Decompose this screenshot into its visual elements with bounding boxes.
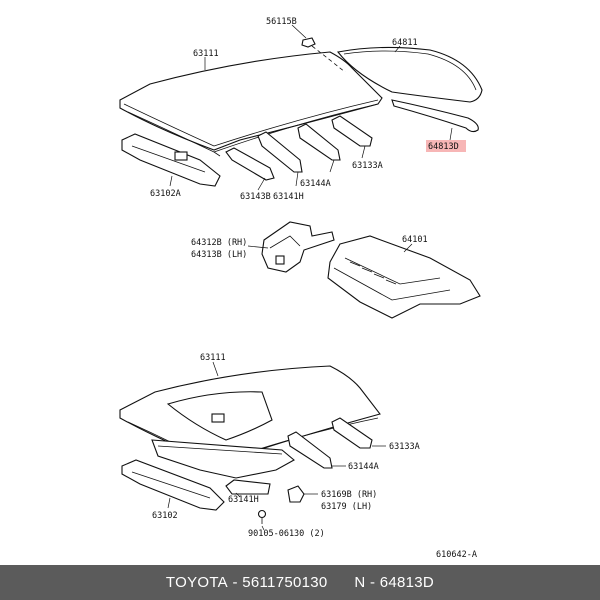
label-63141h-bottom: 63141H bbox=[228, 495, 259, 505]
label-63111-top: 63111 bbox=[193, 49, 219, 59]
label-63133a-top: 63133A bbox=[352, 161, 383, 171]
roof-bow-63144a-bottom bbox=[287, 431, 333, 469]
label-63102a: 63102A bbox=[150, 189, 181, 199]
label-64313b: 64313B (LH) bbox=[191, 250, 247, 260]
bracket-64312b bbox=[261, 221, 335, 273]
package-tray-64101 bbox=[327, 235, 481, 319]
label-63169b: 63169B (RH) bbox=[321, 490, 377, 500]
label-63179: 63179 (LH) bbox=[321, 502, 372, 512]
label-63102: 63102 bbox=[152, 511, 178, 521]
label-64811: 64811 bbox=[392, 38, 418, 48]
footer-bar: TOYOTA - 5611750130 N - 64813D bbox=[0, 565, 600, 600]
part-number: 5611750130 bbox=[242, 574, 328, 591]
parts-diagram: 63111 56115B 64811 64813D 63102A 63143B … bbox=[119, 17, 483, 560]
clip-56115b bbox=[301, 37, 316, 48]
sunroof-frame bbox=[151, 439, 295, 479]
highlight-64813d bbox=[426, 140, 466, 152]
label-63133a-bottom: 63133A bbox=[389, 442, 420, 452]
label-63141h-top: 63141H bbox=[273, 192, 304, 202]
roof-bow-63143b bbox=[225, 147, 275, 181]
label-63144a-top: 63144A bbox=[300, 179, 331, 189]
bolt-90105-06130 bbox=[257, 509, 267, 524]
rear-header-63133a-bottom bbox=[331, 417, 373, 449]
roof-bow-63144a-top bbox=[297, 123, 341, 161]
label-90105-06130: 90105-06130 (2) bbox=[248, 529, 325, 539]
label-64813d: 64813D bbox=[428, 142, 459, 152]
reference-number: N - 64813D bbox=[354, 574, 435, 591]
front-header-63102a bbox=[121, 133, 221, 187]
label-63111-bottom: 63111 bbox=[200, 353, 226, 363]
label-64101: 64101 bbox=[402, 235, 428, 245]
front-header-63102 bbox=[121, 459, 225, 511]
label-drawing-ref: 610642-A bbox=[436, 550, 477, 560]
roof-bow-63141h-bottom bbox=[225, 479, 271, 495]
label-63144a-bottom: 63144A bbox=[348, 462, 379, 472]
bracket-63169b bbox=[287, 485, 305, 503]
sunroof-glass-64811 bbox=[337, 46, 483, 103]
roof-panel-top bbox=[119, 51, 383, 157]
label-64312b: 64312B (RH) bbox=[191, 238, 247, 248]
brand-name: TOYOTA bbox=[165, 574, 228, 591]
weatherstrip-64813d bbox=[391, 99, 479, 133]
rear-header-63133a-top bbox=[331, 115, 373, 147]
roof-bow-63141h-top bbox=[257, 131, 303, 173]
label-63143b: 63143B bbox=[240, 192, 271, 202]
label-56115b: 56115B bbox=[266, 17, 297, 27]
